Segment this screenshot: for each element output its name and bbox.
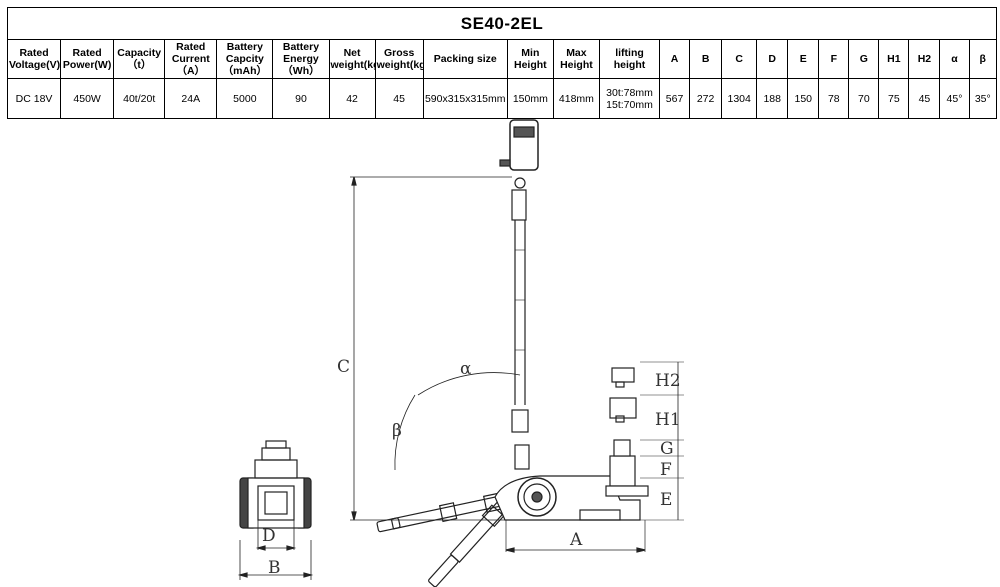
label-B: B	[268, 558, 281, 578]
header-cell: B	[689, 39, 723, 79]
header-cell: Gross weight(kg)	[374, 39, 424, 79]
header-cell: F	[818, 39, 850, 79]
value-cell: 75	[878, 78, 910, 119]
front-view	[237, 440, 314, 580]
header-cell: Capacity （t）	[113, 39, 166, 79]
value-cell: 150mm	[506, 78, 554, 119]
header-cell: Rated Power(W)	[60, 39, 115, 79]
label-A: A	[569, 530, 583, 550]
value-cell: 35°	[968, 78, 998, 119]
dimension-labels: D B C A α β E F G H1 H2	[262, 357, 681, 578]
value-cell: 45°	[939, 78, 970, 119]
header-cell: α	[939, 39, 970, 79]
label-H1: H1	[655, 410, 681, 430]
value-cell: 567	[659, 78, 691, 119]
value-cell: 418mm	[552, 78, 600, 119]
header-cell: Net weight(kg)	[328, 39, 376, 79]
side-view	[350, 119, 684, 587]
header-cell: E	[787, 39, 820, 79]
label-D: D	[262, 526, 276, 546]
header-cell: A	[659, 39, 691, 79]
value-cell: 40t/20t	[113, 78, 166, 119]
spec-table: SE40-2EL Rated Voltage(V)Rated Power(W)C…	[6, 7, 998, 119]
header-cell: lifting height	[598, 39, 661, 79]
header-cell: Battery Energy （Wh）	[272, 39, 330, 79]
value-cell: 1304	[721, 78, 758, 119]
header-cell: Rated Current （A）	[164, 39, 218, 79]
header-cell: G	[848, 39, 880, 79]
header-row: Rated Voltage(V)Rated Power(W)Capacity （…	[6, 39, 998, 79]
label-C: C	[337, 357, 350, 377]
value-cell: 590x315x315mm	[422, 78, 508, 119]
label-H2: H2	[655, 371, 681, 391]
value-cell: 70	[848, 78, 880, 119]
value-cell: 42	[328, 78, 376, 119]
header-cell: C	[721, 39, 758, 79]
label-beta: β	[392, 421, 402, 441]
label-G: G	[660, 439, 674, 459]
value-cell: 5000	[216, 78, 274, 119]
value-cell: DC 18V	[6, 78, 62, 119]
label-alpha: α	[460, 359, 472, 379]
header-cell: Min Height	[506, 39, 554, 79]
value-cell: 272	[689, 78, 723, 119]
label-F: F	[660, 460, 672, 480]
value-cell: 45	[908, 78, 941, 119]
header-cell: Rated Voltage(V)	[6, 39, 62, 79]
model-title: SE40-2EL	[7, 7, 997, 40]
header-cell: Packing size	[422, 39, 508, 79]
label-E: E	[660, 490, 672, 510]
header-cell: Max Height	[552, 39, 600, 79]
value-cell: 188	[756, 78, 789, 119]
value-cell: 450W	[60, 78, 115, 119]
value-cell: 30t:78mm 15t:70mm	[598, 78, 661, 119]
